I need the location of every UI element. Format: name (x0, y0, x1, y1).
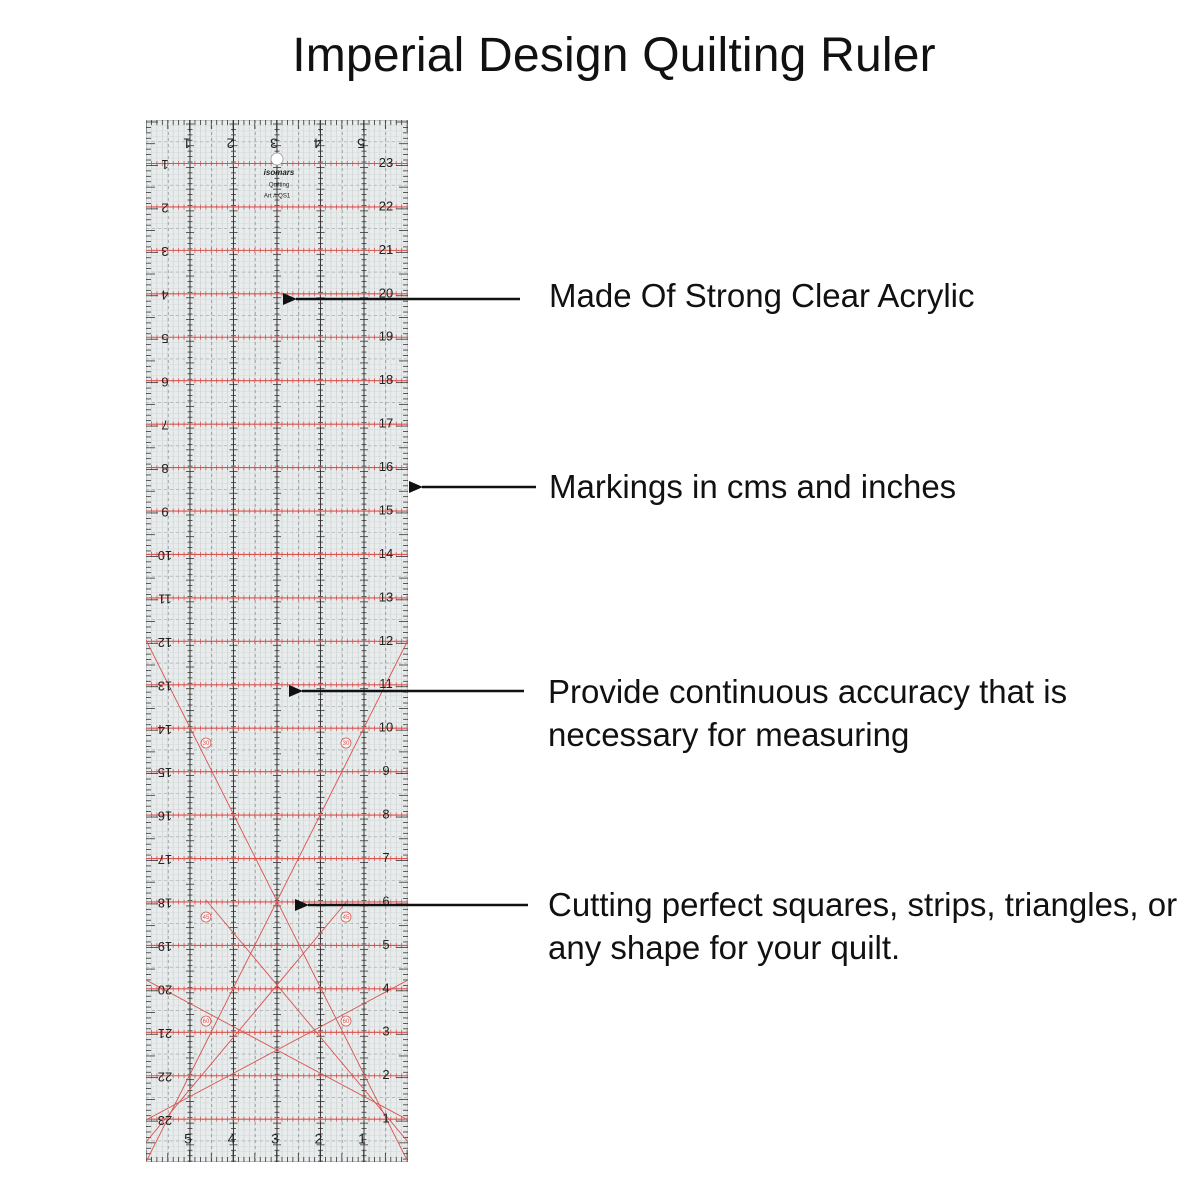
left-scale-number: 3 (161, 244, 168, 259)
page-title: Imperial Design Quilting Ruler (292, 29, 936, 82)
right-scale-number: 13 (379, 589, 393, 604)
angle-badge (340, 737, 352, 749)
left-scale-number: 1 (161, 157, 168, 172)
left-scale-number: 9 (161, 505, 168, 520)
left-scale-number: 4 (161, 287, 168, 302)
bottom-scale-number: 5 (184, 1131, 192, 1147)
bottom-scale-number: 1 (358, 1131, 366, 1147)
callout-acrylic: Made Of Strong Clear Acrylic (549, 277, 975, 314)
right-scale-number: 16 (379, 459, 393, 474)
top-scale-number: 2 (226, 135, 234, 151)
ruler-brand: isomars (264, 168, 295, 177)
left-scale-number: 22 (158, 1069, 172, 1084)
right-scale-number: 20 (379, 285, 393, 300)
angle-badge (200, 1015, 212, 1027)
left-scale-number: 10 (158, 548, 172, 563)
angle-label: 45 (203, 915, 210, 921)
left-scale-number: 23 (158, 1113, 172, 1128)
bottom-scale-number: 3 (271, 1131, 279, 1147)
left-scale-number: 12 (158, 635, 172, 650)
angle-label: 60 (203, 1019, 210, 1025)
top-scale-number: 5 (357, 135, 365, 151)
left-scale-number: 8 (161, 461, 168, 476)
left-scale-number: 2 (161, 201, 168, 216)
right-scale-number: 22 (379, 198, 393, 213)
right-scale-number: 11 (379, 676, 393, 691)
right-scale-number: 17 (379, 416, 393, 431)
right-scale-number: 19 (379, 329, 393, 344)
right-scale-number: 6 (382, 893, 389, 908)
right-scale-number: 21 (379, 242, 393, 257)
angle-badge (340, 911, 352, 923)
right-scale-number: 15 (379, 502, 393, 517)
callout-accuracy: Provide continuous accuracy that is nece… (548, 673, 1068, 753)
angle-label: 45 (343, 915, 350, 921)
right-scale-number: 9 (382, 763, 389, 778)
hanging-hole (270, 152, 284, 166)
top-scale-number: 1 (183, 135, 191, 151)
left-scale-number: 21 (158, 1026, 172, 1041)
angle-line (146, 979, 408, 1121)
right-scale-number: 12 (379, 633, 393, 648)
angle-label: 60 (343, 1019, 350, 1025)
right-scale-number: 18 (379, 372, 393, 387)
bottom-scale-number: 2 (315, 1131, 323, 1147)
left-scale-number: 19 (158, 939, 172, 954)
angle-line (146, 639, 408, 1162)
left-scale-number: 16 (158, 809, 172, 824)
angle-badge (200, 737, 212, 749)
left-scale-number: 5 (161, 331, 168, 346)
top-scale-number: 4 (313, 135, 321, 151)
left-scale-number: 11 (158, 591, 172, 606)
left-scale-number: 15 (158, 765, 172, 780)
right-scale-number: 4 (382, 980, 389, 995)
ruler-art-number: Art # QS1 (264, 194, 291, 200)
left-scale-number: 20 (158, 982, 172, 997)
right-scale-number: 23 (379, 155, 393, 170)
callout-cutting: Cutting perfect squares, strips, triangl… (548, 886, 1178, 966)
angle-label: 30 (203, 741, 210, 747)
callout-markings: Markings in cms and inches (549, 468, 957, 505)
angle-badge (340, 1015, 352, 1027)
left-scale-number: 13 (158, 678, 172, 693)
right-scale-number: 5 (382, 937, 389, 952)
left-scale-number: 14 (158, 722, 172, 737)
left-scale-number: 6 (161, 374, 168, 389)
angle-badge (200, 911, 212, 923)
right-scale-number: 3 (382, 1024, 389, 1039)
right-scale-number: 14 (379, 546, 393, 561)
right-scale-number: 2 (382, 1067, 389, 1082)
ruler-product: Quilting (269, 183, 289, 189)
left-scale-number: 17 (158, 852, 172, 867)
top-scale-number: 3 (270, 135, 278, 151)
right-scale-number: 10 (379, 720, 393, 735)
left-scale-number: 18 (158, 896, 172, 911)
right-scale-number: 8 (382, 807, 389, 822)
right-scale-number: 7 (382, 850, 389, 865)
bottom-scale-number: 4 (228, 1131, 236, 1147)
right-scale-number: 1 (382, 1111, 389, 1126)
left-scale-number: 7 (161, 418, 168, 433)
angle-label: 30 (343, 741, 350, 747)
